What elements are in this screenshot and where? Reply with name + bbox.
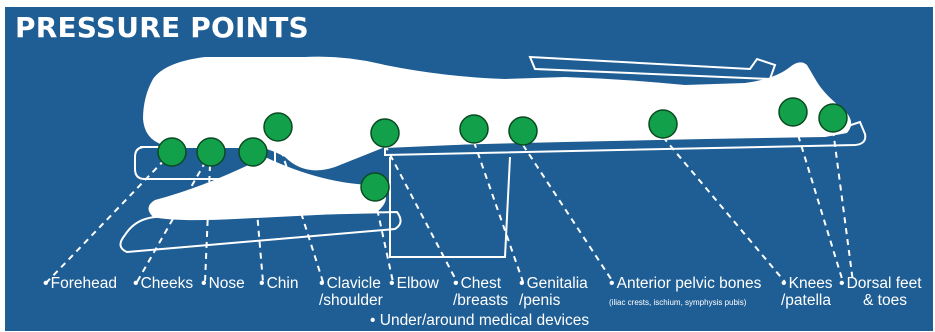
point-clavicle	[371, 119, 399, 147]
label-forehead-text: Forehead	[51, 275, 117, 292]
point-pelvic	[649, 110, 677, 138]
label-cheeks: •Cheeks	[133, 275, 193, 292]
point-knees	[779, 98, 807, 126]
bullet-icon: •	[389, 275, 395, 292]
page-title: PRESSURE POINTS	[15, 11, 309, 44]
point-feet	[819, 104, 847, 132]
label-clavicle: •Clavicle/shoulder	[319, 275, 383, 309]
connector-feet-2	[833, 130, 853, 282]
label-nose-text: Nose	[209, 275, 245, 292]
point-chin	[264, 113, 292, 141]
connector-genitalia	[474, 142, 523, 282]
bullet-icon: •	[201, 275, 207, 292]
diagram-panel: PRESSURE POINTS •Forehead •Cheeks •Nose …	[5, 7, 933, 331]
bullet-icon: •	[319, 275, 325, 292]
bullet-icon: •	[259, 275, 265, 292]
label-feet: •Dorsal feet& toes	[839, 275, 922, 309]
label-genitalia-line1: Genitalia	[527, 275, 588, 292]
label-clavicle-line1: Clavicle	[327, 275, 381, 292]
bullet-icon: •	[453, 275, 459, 292]
connector-chest	[385, 145, 457, 282]
label-pelvic-line2: (iliac crests, ischium, symphysis pubis)	[609, 298, 746, 307]
label-feet-line2: & toes	[839, 292, 907, 309]
connector-knees	[663, 137, 785, 282]
label-forehead: •Forehead	[43, 275, 117, 292]
point-genitalia	[509, 117, 537, 145]
bullet-icon: •	[43, 275, 49, 292]
label-genitalia-line2: /penis	[519, 292, 560, 309]
label-chest-line1: Chest	[461, 275, 502, 292]
connector-pelvic	[523, 145, 613, 282]
elbow-support	[390, 157, 510, 257]
bullet-icon: •	[370, 312, 375, 329]
point-cheeks	[197, 138, 225, 166]
label-feet-line1: Dorsal feet	[847, 275, 922, 292]
label-pelvic: •Anterior pelvic bones (iliac crests, isc…	[609, 275, 761, 311]
bullet-icon: •	[839, 275, 845, 292]
point-forehead	[158, 138, 186, 166]
label-nose: •Nose	[201, 275, 245, 292]
bullet-icon: •	[781, 275, 787, 292]
label-clavicle-line2: /shoulder	[319, 292, 383, 309]
label-chin: •Chin	[259, 275, 299, 292]
point-elbow	[361, 173, 389, 201]
label-knees-line2: /patella	[781, 292, 831, 309]
other-leg-outline	[530, 57, 775, 79]
point-chest	[460, 115, 488, 143]
connector-feet-1	[795, 125, 843, 282]
bullet-icon: •	[609, 275, 615, 292]
label-elbow: •Elbow	[389, 275, 439, 292]
footer-text: Under/around medical devices	[380, 312, 589, 329]
label-knees: •Knees/patella	[781, 275, 833, 309]
label-chest: •Chest/breasts	[453, 275, 508, 309]
bullet-icon: •	[133, 275, 139, 292]
label-chest-line2: /breasts	[453, 292, 508, 309]
label-elbow-text: Elbow	[397, 275, 439, 292]
label-chin-text: Chin	[267, 275, 299, 292]
label-knees-line1: Knees	[789, 275, 833, 292]
label-cheeks-text: Cheeks	[141, 275, 194, 292]
arm-shape	[148, 157, 386, 220]
bullet-icon: •	[519, 275, 525, 292]
footer-note: • Under/around medical devices	[370, 312, 589, 330]
point-nose	[239, 138, 267, 166]
label-pelvic-line1: Anterior pelvic bones	[617, 275, 762, 292]
label-genitalia: •Genitalia/penis	[519, 275, 588, 309]
